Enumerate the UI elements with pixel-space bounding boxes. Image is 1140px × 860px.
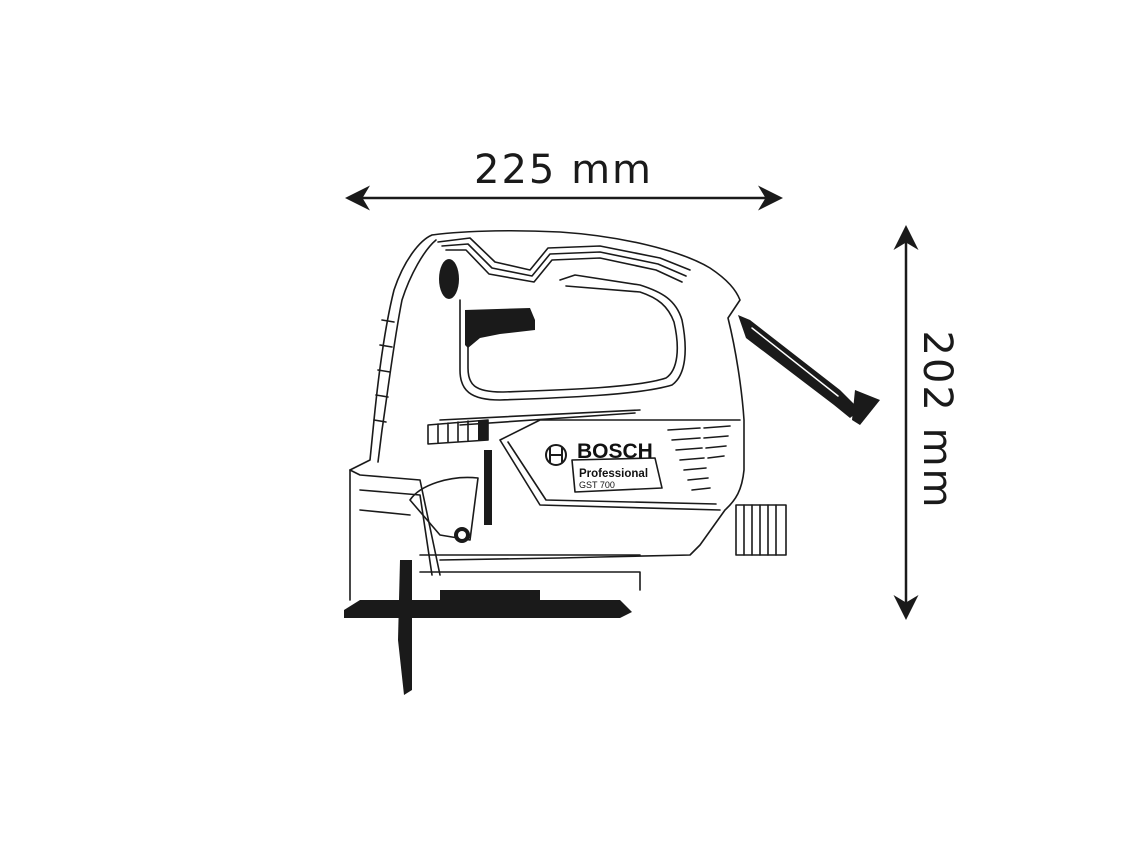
saw-blade (398, 560, 412, 695)
bosch-logo-icon (545, 444, 567, 466)
tool-body-outline (349, 229, 787, 601)
model-number: GST 700 (579, 480, 615, 490)
brand-product-line: Professional (579, 468, 649, 480)
base-plate (344, 600, 632, 618)
led-light-icon (439, 259, 459, 299)
speed-scale (484, 450, 492, 525)
height-dimension-label: 202 mm (914, 330, 960, 510)
width-dimension-label: 225 mm (474, 147, 653, 193)
trigger-switch (465, 308, 535, 348)
brand-name: BOSCH (577, 440, 653, 463)
